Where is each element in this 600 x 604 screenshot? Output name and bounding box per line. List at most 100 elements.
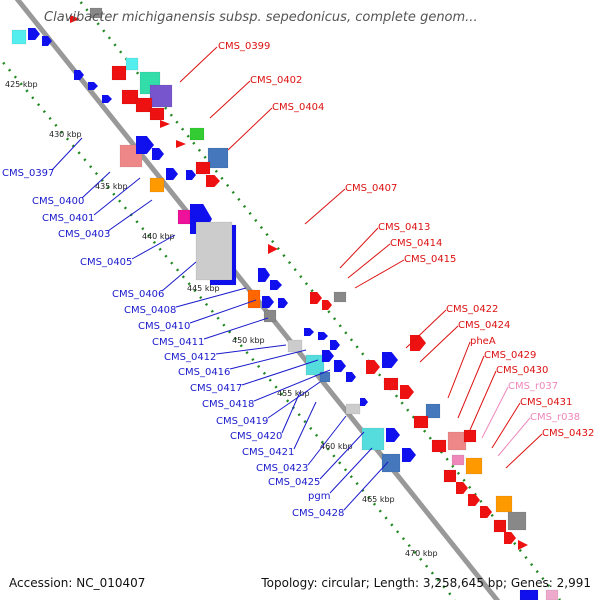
gene-feature [177, 209, 191, 225]
gene-label: CMS_0430 [496, 365, 548, 376]
tick-label: 455 kbp [277, 389, 310, 398]
leader-line [241, 359, 319, 386]
gene-feature [287, 339, 303, 353]
gene-feature [149, 84, 173, 108]
leader-line [304, 188, 346, 225]
gene-label: CMS_0413 [378, 222, 430, 233]
gene-feature [465, 457, 483, 475]
gene-feature [176, 140, 186, 148]
gene-feature [456, 482, 468, 494]
leader-line [131, 234, 176, 260]
gene-label: CMS_0410 [138, 321, 190, 332]
gene-label: pgm [308, 491, 330, 502]
gene-feature [278, 298, 288, 308]
gene-label: CMS_0403 [58, 229, 110, 240]
leader-line [457, 355, 485, 419]
leader-line [329, 447, 373, 494]
leader-line [293, 401, 317, 450]
gene-feature [195, 161, 211, 175]
gene-feature [28, 28, 40, 40]
leader-line [189, 299, 257, 324]
gene-feature [468, 494, 480, 506]
gene-feature [360, 398, 368, 406]
leader-line [319, 431, 365, 480]
gene-feature [89, 7, 103, 19]
gene-label: CMS_0420 [230, 431, 282, 442]
gene-feature [402, 448, 416, 462]
gene-feature [346, 372, 356, 382]
gene-label: CMS_0417 [190, 383, 242, 394]
gene-label: CMS_0418 [202, 399, 254, 410]
inner-tick-guide [0, 56, 456, 601]
gene-feature [125, 57, 139, 71]
gene-label: CMS_0429 [484, 350, 536, 361]
leader-line [447, 341, 471, 399]
leader-line [253, 369, 331, 402]
gene-feature [258, 268, 270, 282]
gene-feature [322, 350, 334, 362]
gene-feature [304, 328, 314, 336]
leader-line [481, 386, 509, 439]
gene-feature [136, 136, 154, 154]
gene-feature [121, 89, 139, 105]
gene-feature [270, 280, 282, 290]
gene-feature [431, 439, 447, 453]
leader-line [505, 433, 543, 469]
gene-label: CMS_0428 [292, 508, 344, 519]
gene-feature [495, 495, 513, 513]
gene-feature [88, 82, 98, 90]
gene-feature [334, 360, 346, 372]
gene-label: CMS_0408 [124, 305, 176, 316]
gene-feature [160, 120, 170, 128]
leader-line [93, 177, 141, 216]
leader-line [215, 344, 287, 355]
gene-feature [493, 519, 507, 533]
leader-line [107, 199, 153, 232]
gene-label: CMS_0406 [112, 289, 164, 300]
gene-feature [135, 97, 153, 113]
tick-label: 470 kbp [405, 549, 438, 558]
leader-line [51, 137, 83, 171]
gene-label: CMS_0401 [42, 213, 94, 224]
leader-line [267, 381, 321, 419]
leader-line [227, 107, 273, 151]
gene-label: CMS_0400 [32, 196, 84, 207]
gene-label: CMS_0411 [152, 337, 204, 348]
gene-label: CMS_0412 [164, 352, 216, 363]
gene-label: CMS_0402 [250, 75, 302, 86]
leader-line [354, 259, 405, 289]
gene-feature [70, 15, 80, 23]
leader-line [343, 461, 389, 511]
leader-line [229, 349, 307, 370]
gene-label: CMS_0421 [242, 447, 294, 458]
gene-feature [166, 168, 178, 180]
gene-feature [507, 511, 527, 531]
tick-label: 425 kbp [5, 80, 38, 89]
gene-label: pheA [470, 336, 496, 347]
leader-line [175, 287, 247, 308]
gene-label: CMS_0397 [2, 168, 54, 179]
leader-line [179, 46, 218, 83]
gene-feature [189, 127, 205, 141]
gene-feature [443, 469, 457, 483]
gene-label: CMS_0422 [446, 304, 498, 315]
tick-label: 445 kbp [187, 284, 220, 293]
gene-feature [504, 532, 516, 544]
gene-label: CMS_0416 [178, 367, 230, 378]
gene-feature [400, 385, 414, 399]
gene-feature [463, 429, 477, 443]
genome-stats-text: Topology: circular; Length: 3,258,645 bp… [261, 576, 591, 590]
gene-feature [447, 431, 467, 451]
gene-label: CMS_0424 [458, 320, 510, 331]
gene-feature [330, 340, 340, 350]
tick-label: 450 kbp [232, 336, 265, 345]
gene-feature [206, 175, 220, 187]
gene-feature [382, 352, 398, 368]
gene-label: CMS_0431 [520, 397, 572, 408]
gene-feature [322, 300, 332, 310]
gene-feature [268, 244, 278, 254]
tick-label: 440 kbp [142, 232, 175, 241]
gene-label: CMS_0407 [345, 183, 397, 194]
